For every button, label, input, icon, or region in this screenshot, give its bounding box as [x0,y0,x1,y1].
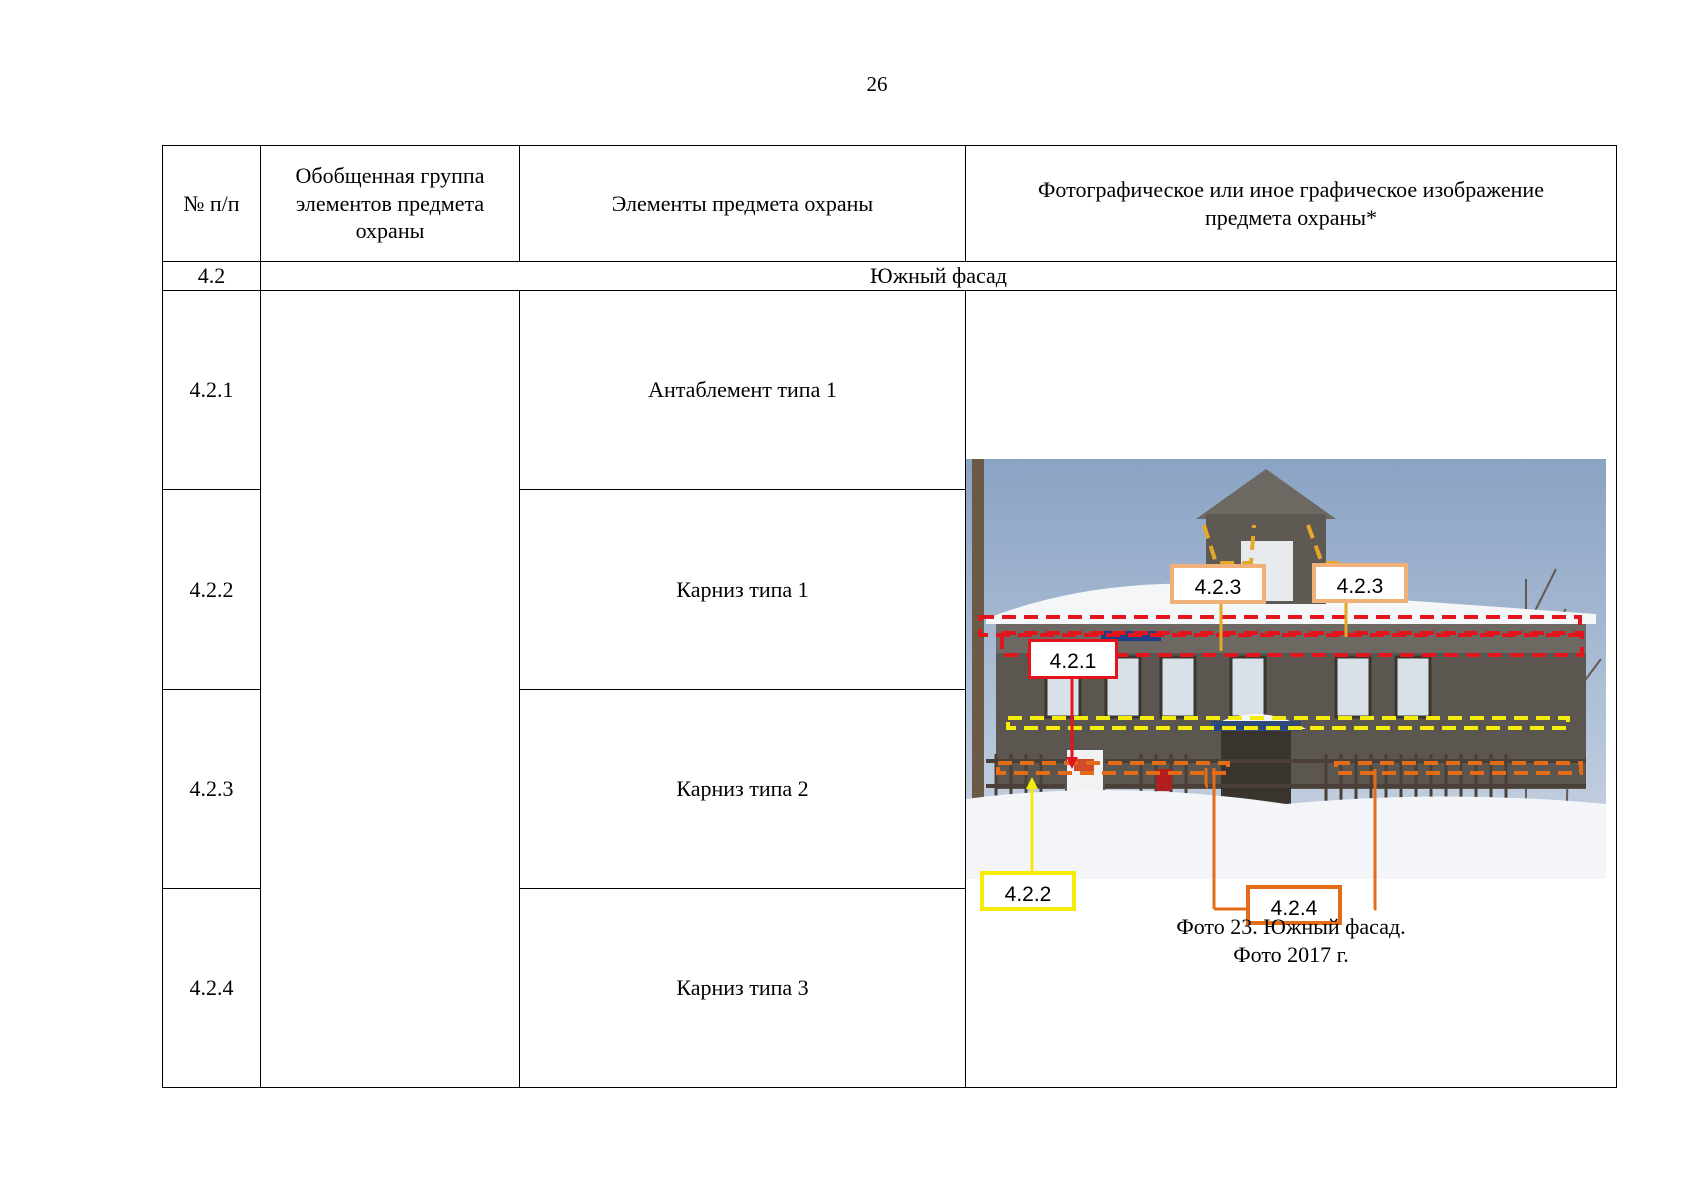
table-row: 4.2.3 Карниз типа 2 [162,688,1617,889]
header-elements: Элементы предмета охраны [519,145,966,262]
row-num: 4.2.1 [162,289,261,491]
row-num: 4.2.2 [162,489,261,690]
section-row: 4.2 Южный фасад [162,261,1617,291]
section-title: Южный фасад [260,261,1617,291]
group-cell [260,290,520,1088]
page-number: 26 [866,72,888,96]
caption-line-1: Фото 23. Южный фасад. [1176,914,1406,939]
photo-caption: Фото 23. Южный фасад. Фото 2017 г. [966,913,1616,968]
row-element: Карниз типа 3 [519,887,966,1089]
row-element: Антаблемент типа 1 [519,289,966,491]
caption-line-2: Фото 2017 г. [1233,941,1349,967]
callout-4-2-3-left: 4.2.3 [1170,564,1266,604]
header-group: Обобщенная группа элементов предмета охр… [260,145,520,262]
section-num: 4.2 [162,261,261,291]
row-element: Карниз типа 2 [519,688,966,889]
photo-cell: 4.2.1 4.2.2 4.2.3 4.2.3 4.2.4 Фото 23. Ю… [965,290,1617,1088]
header-image: Фотографическое или иное графическое изо… [965,145,1617,262]
header-num: № п/п [162,145,261,262]
table-row: 4.2.2 Карниз типа 1 [162,489,1617,690]
row-element: Карниз типа 1 [519,489,966,690]
callout-4-2-4: 4.2.4 [1246,885,1342,925]
row-num: 4.2.3 [162,688,261,889]
callout-4-2-2: 4.2.2 [980,871,1076,911]
table-header-row: № п/п Обобщенная группа элементов предме… [162,145,1617,262]
table-row: 4.2.1 Антаблемент типа 1 [162,289,1617,1088]
protection-elements-table: № п/п Обобщенная группа элементов предме… [162,145,1617,1089]
photo-container: 4.2.1 4.2.2 4.2.3 4.2.3 4.2.4 Фото 23. Ю… [966,291,1616,1087]
callout-4-2-3-right: 4.2.3 [1312,563,1408,603]
callout-4-2-1: 4.2.1 [1028,639,1118,679]
table-row: 4.2.4 Карниз типа 3 [162,887,1617,1089]
row-num: 4.2.4 [162,887,261,1089]
